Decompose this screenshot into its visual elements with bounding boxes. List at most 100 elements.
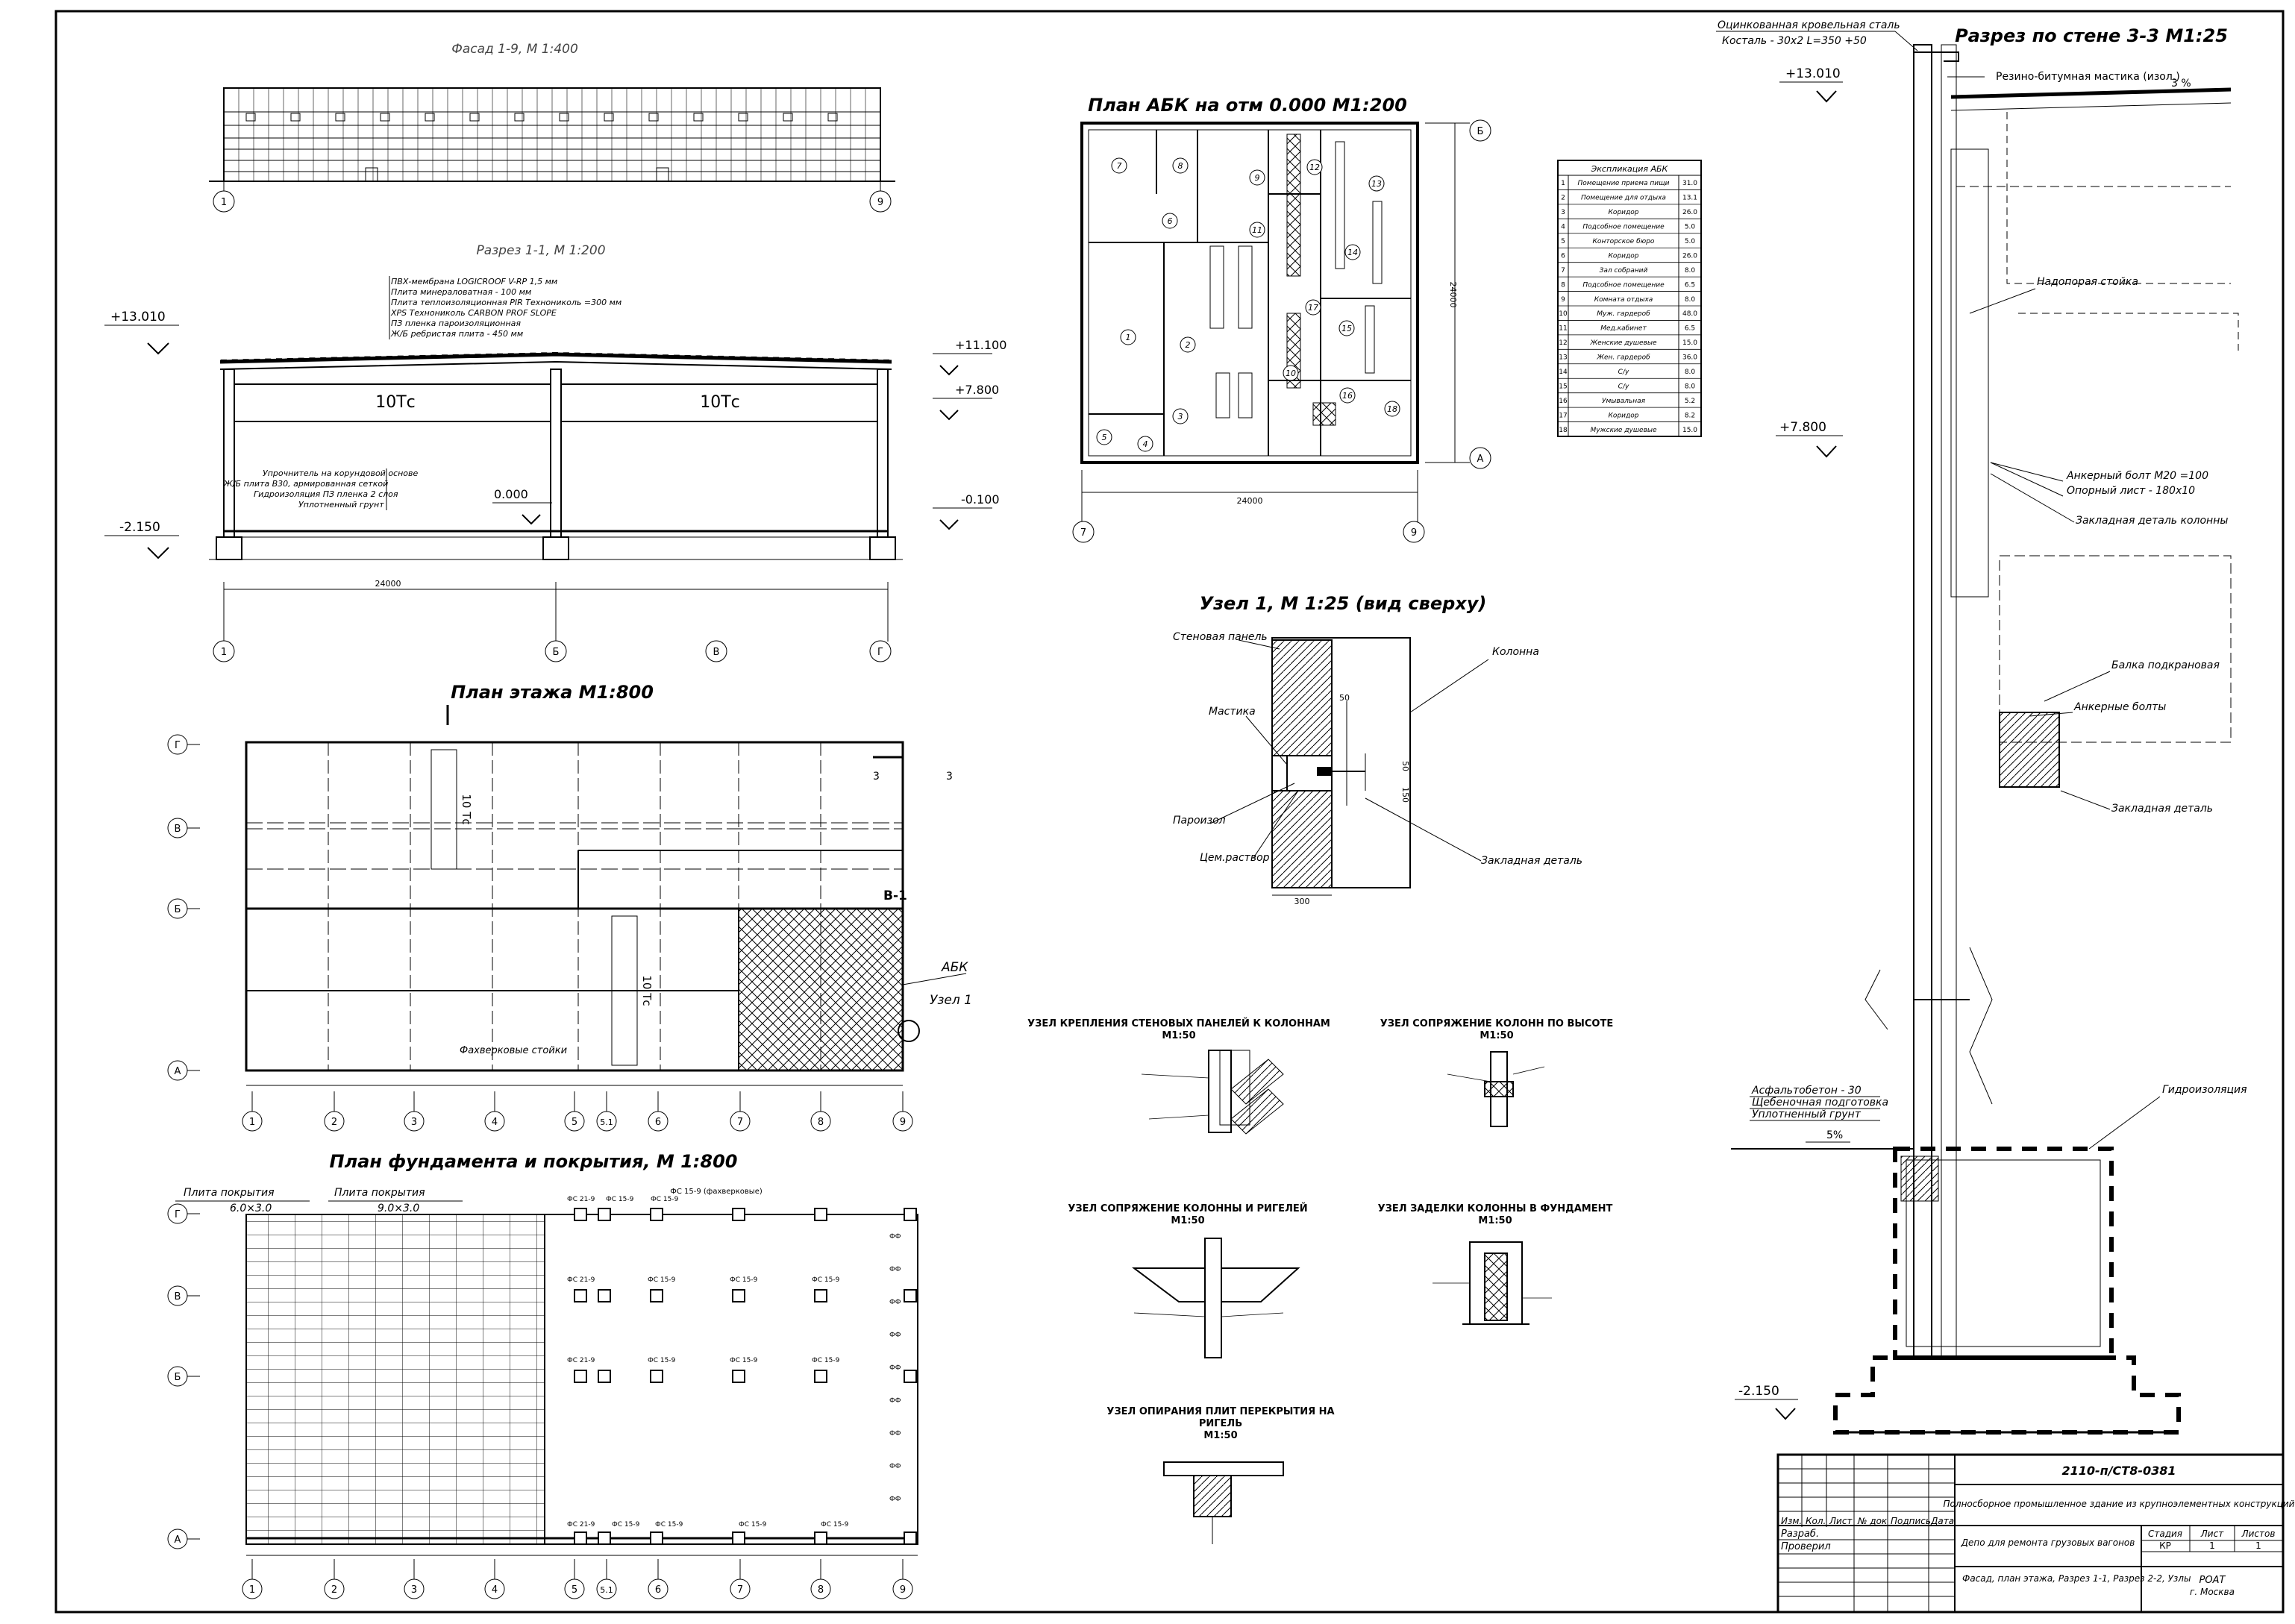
expl-area: 13.1 [1682, 195, 1697, 202]
axis-label: Г [877, 647, 883, 658]
tb-sheet: 1 [2209, 1540, 2215, 1551]
row-axis-label: Б [175, 904, 181, 915]
node-title: УЗЕЛ СОПРЯЖЕНИЕ КОЛОНН ПО ВЫСОТЕ [1380, 1018, 1613, 1029]
crane-label: 10 Тс [640, 975, 654, 1006]
node-scale: М1:50 [1162, 1030, 1195, 1041]
room-number: 9 [1255, 173, 1260, 183]
expl-area: 8.0 [1685, 383, 1696, 390]
s33-label: Резино-битумная мастика (изол.) [1996, 71, 2180, 83]
expl-num: 6 [1561, 252, 1565, 260]
tb-sheet-content: Фасад, план этажа, Разрез 1-1, Разрез 2-… [1962, 1573, 2191, 1584]
footing-label: ФС 15-9 [648, 1276, 676, 1284]
expl-area: 48.0 [1682, 310, 1697, 318]
abk-title: План АБК на отм 0.000 М1:200 [1088, 95, 1407, 116]
col-axis-label: 2 [331, 1117, 337, 1128]
tb-col-ndok: № док [1857, 1516, 1888, 1526]
roof-layer: ПЗ пленка пароизоляционная [391, 319, 521, 328]
footing-label: ФФ [889, 1397, 901, 1405]
expl-area: 8.0 [1685, 296, 1696, 304]
axis-label: Б [553, 647, 560, 658]
tb-object: Депо для ремонта грузовых вагонов [1961, 1537, 2135, 1548]
abk-axis: А [1477, 454, 1484, 465]
s33-label: Косталь - 30х2 L=350 +50 [1722, 35, 1867, 47]
tb-stage-h: Стадия [2148, 1529, 2182, 1539]
expl-num: 4 [1561, 224, 1565, 231]
footing-label: ФФ [889, 1233, 901, 1241]
expl-num: 12 [1559, 339, 1567, 347]
col-axis-label: 4 [492, 1117, 498, 1128]
tb-col-podp: Подпись [1891, 1516, 1931, 1526]
node1-label: Мастика [1209, 706, 1256, 718]
footing-label: ФС 15-9 [821, 1521, 849, 1529]
footing-label: ФФ [889, 1364, 901, 1372]
footing-label: ФФ [889, 1430, 901, 1438]
expl-num: 14 [1559, 369, 1568, 376]
tb-stage: КР [2159, 1540, 2171, 1551]
expl-num: 5 [1561, 238, 1565, 245]
small-node-2: УЗЕЛ СОПРЯЖЕНИЕ КОЛОНН ПО ВЫСОТЕ М1:50 [1380, 1018, 1613, 1127]
row-axis-label: Г [175, 1209, 181, 1220]
row-axis-label: В [175, 1291, 181, 1302]
explication-title: Экспликация АБК [1591, 164, 1669, 174]
tb-proveril: Проверил [1781, 1541, 1831, 1552]
col-axis-label: 6 [655, 1584, 661, 1596]
footing-label: ФС 15-9 [812, 1276, 840, 1284]
node1-dim: 300 [1294, 897, 1310, 906]
room-number: 11 [1252, 225, 1262, 235]
footing-label: ФС 15-9 [730, 1276, 758, 1284]
small-node-5: УЗЕЛ ОПИРАНИЯ ПЛИТ ПЕРЕКРЫТИЯ НА РИГЕЛЬ … [1106, 1406, 1335, 1544]
expl-name: Подсобное помещение [1582, 281, 1665, 289]
node1-label: Колонна [1492, 646, 1539, 658]
floor-plan-title: План этажа М1:800 [451, 682, 654, 703]
footing-label: ФС 21-9 [567, 1276, 595, 1284]
floor-layer: Упрочнитель на корундовой основе [263, 468, 418, 478]
expl-num: 7 [1561, 267, 1565, 275]
footing-label: ФФ [889, 1332, 901, 1339]
footing-label: ФФ [889, 1299, 901, 1306]
elev-top: +13.010 [110, 310, 166, 325]
facade-axis-left: 1 [221, 197, 227, 208]
label-b1: В-1 [883, 888, 907, 903]
row-axis-label: А [175, 1066, 181, 1077]
room-number: 13 [1371, 179, 1382, 189]
room-number: 15 [1341, 324, 1352, 333]
room-number: 5 [1102, 433, 1107, 442]
expl-name: Женские душевые [1589, 339, 1656, 347]
expl-name: Конторское бюро [1593, 238, 1655, 245]
expl-name: Коридор [1609, 252, 1639, 260]
s33-label: Оцинкованная кровельная сталь [1718, 19, 1900, 31]
expl-area: 5.2 [1685, 398, 1695, 405]
room-number: 10 [1286, 369, 1296, 378]
s33-label: Опорный лист - 180х10 [2067, 485, 2195, 497]
floor-layer: Гидроизоляция ПЗ пленка 2 слоя [254, 489, 398, 499]
room-number: 12 [1309, 163, 1320, 172]
floor-layer: Уплотненный грунт [298, 500, 384, 510]
row-axis-label: В [175, 824, 181, 835]
node1-label: Закладная деталь [1481, 855, 1582, 867]
abk-axis: 7 [1080, 527, 1086, 539]
tb-razrab: Разраб. [1781, 1529, 1819, 1540]
expl-area: 5.0 [1685, 224, 1696, 231]
floor-plan: План этажа М1:800 10 Тс 10 Тс В-1 АБК Уз… [167, 682, 972, 1132]
section-3-3: Разрез по стене 3-3 М1:25 Оцинкованная к… [1716, 19, 2247, 1435]
col-axis-label: 1 [249, 1117, 255, 1128]
col-axis-label: 5.1 [600, 1117, 613, 1127]
expl-name: Жен. гардероб [1596, 354, 1650, 362]
abk-dim-height: 24000 [1448, 282, 1458, 308]
s33-label: Щебеночная подготовка [1752, 1097, 1888, 1109]
s33-label: Закладная деталь [2111, 803, 2213, 815]
expl-name: Помещение для отдыха [1581, 195, 1666, 202]
tb-col-data: Дата [1930, 1516, 1954, 1526]
footing-label: ФФ [889, 1463, 901, 1470]
node1-dim: 50 [1339, 693, 1350, 703]
footing-label: ФС 15-9 [651, 1196, 679, 1203]
row-axis-label: Г [175, 740, 181, 751]
s33-label: Балка подкрановая [2111, 659, 2220, 671]
expl-name: Комната отдыха [1594, 296, 1653, 304]
node-scale: М1:50 [1480, 1030, 1513, 1041]
section33-title: Разрез по стене 3-3 М1:25 [1955, 25, 2228, 46]
expl-area: 6.5 [1685, 325, 1695, 333]
roof-layer: Плита теплоизоляционная PIR Технониколь … [391, 298, 622, 307]
expl-num: 8 [1561, 281, 1565, 289]
